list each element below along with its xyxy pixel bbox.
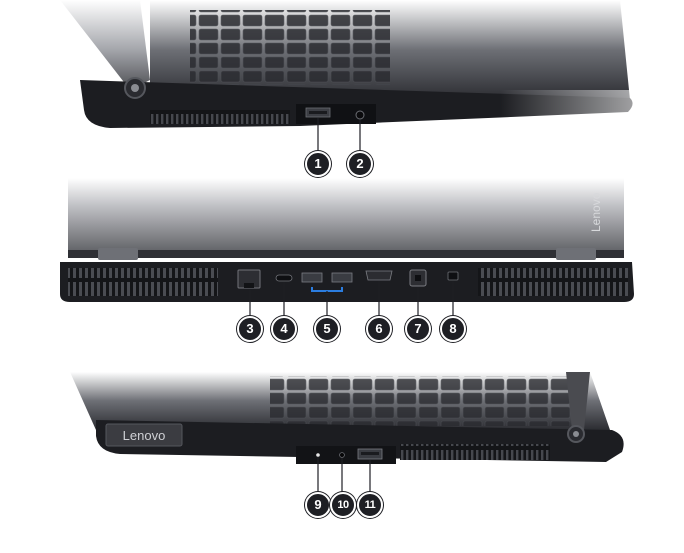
callout-5: 5 bbox=[314, 316, 340, 342]
callout-8: 8 bbox=[440, 316, 466, 342]
hinge-right bbox=[556, 248, 596, 260]
security-lock-slot-icon bbox=[447, 271, 459, 281]
callout-1: 1 bbox=[305, 151, 331, 177]
callout-7: 7 bbox=[405, 316, 431, 342]
left-side-view bbox=[60, 0, 684, 130]
callout-6: 6 bbox=[366, 316, 392, 342]
lenovo-logo-text: Lenovo bbox=[123, 428, 166, 443]
usb-c-port-icon bbox=[275, 274, 293, 282]
callout-9: 9 bbox=[305, 492, 331, 518]
hdmi-port-icon bbox=[365, 270, 393, 281]
right-side-view: Lenovo bbox=[70, 372, 624, 464]
lid-back bbox=[68, 178, 624, 258]
lid-arm bbox=[60, 0, 150, 90]
lid-logo: Lenovo bbox=[589, 192, 603, 232]
usb-a-port-icon bbox=[331, 272, 353, 283]
usb-a-port-icon bbox=[301, 272, 323, 283]
keyboard-keys-right bbox=[270, 376, 570, 426]
reset-hole-icon bbox=[339, 452, 345, 458]
callout-2: 2 bbox=[347, 151, 373, 177]
rear-vent-left bbox=[68, 268, 218, 296]
hinge-left bbox=[98, 248, 138, 260]
side-vent-right bbox=[400, 444, 550, 460]
side-vent bbox=[150, 110, 290, 124]
rear-vent-right bbox=[478, 268, 628, 296]
leader-lines bbox=[249, 118, 454, 492]
callout-10: 10 bbox=[330, 492, 356, 518]
rear-view: Lenovo bbox=[60, 178, 634, 302]
callout-11: 11 bbox=[357, 492, 383, 518]
audio-jack-icon bbox=[355, 110, 365, 120]
callout-3: 3 bbox=[237, 316, 263, 342]
keyboard-keys bbox=[190, 10, 390, 85]
callout-4: 4 bbox=[271, 316, 297, 342]
svg-text:Lenovo: Lenovo bbox=[589, 192, 603, 232]
logo-plate bbox=[105, 423, 183, 447]
power-indicator-icon bbox=[316, 453, 320, 457]
